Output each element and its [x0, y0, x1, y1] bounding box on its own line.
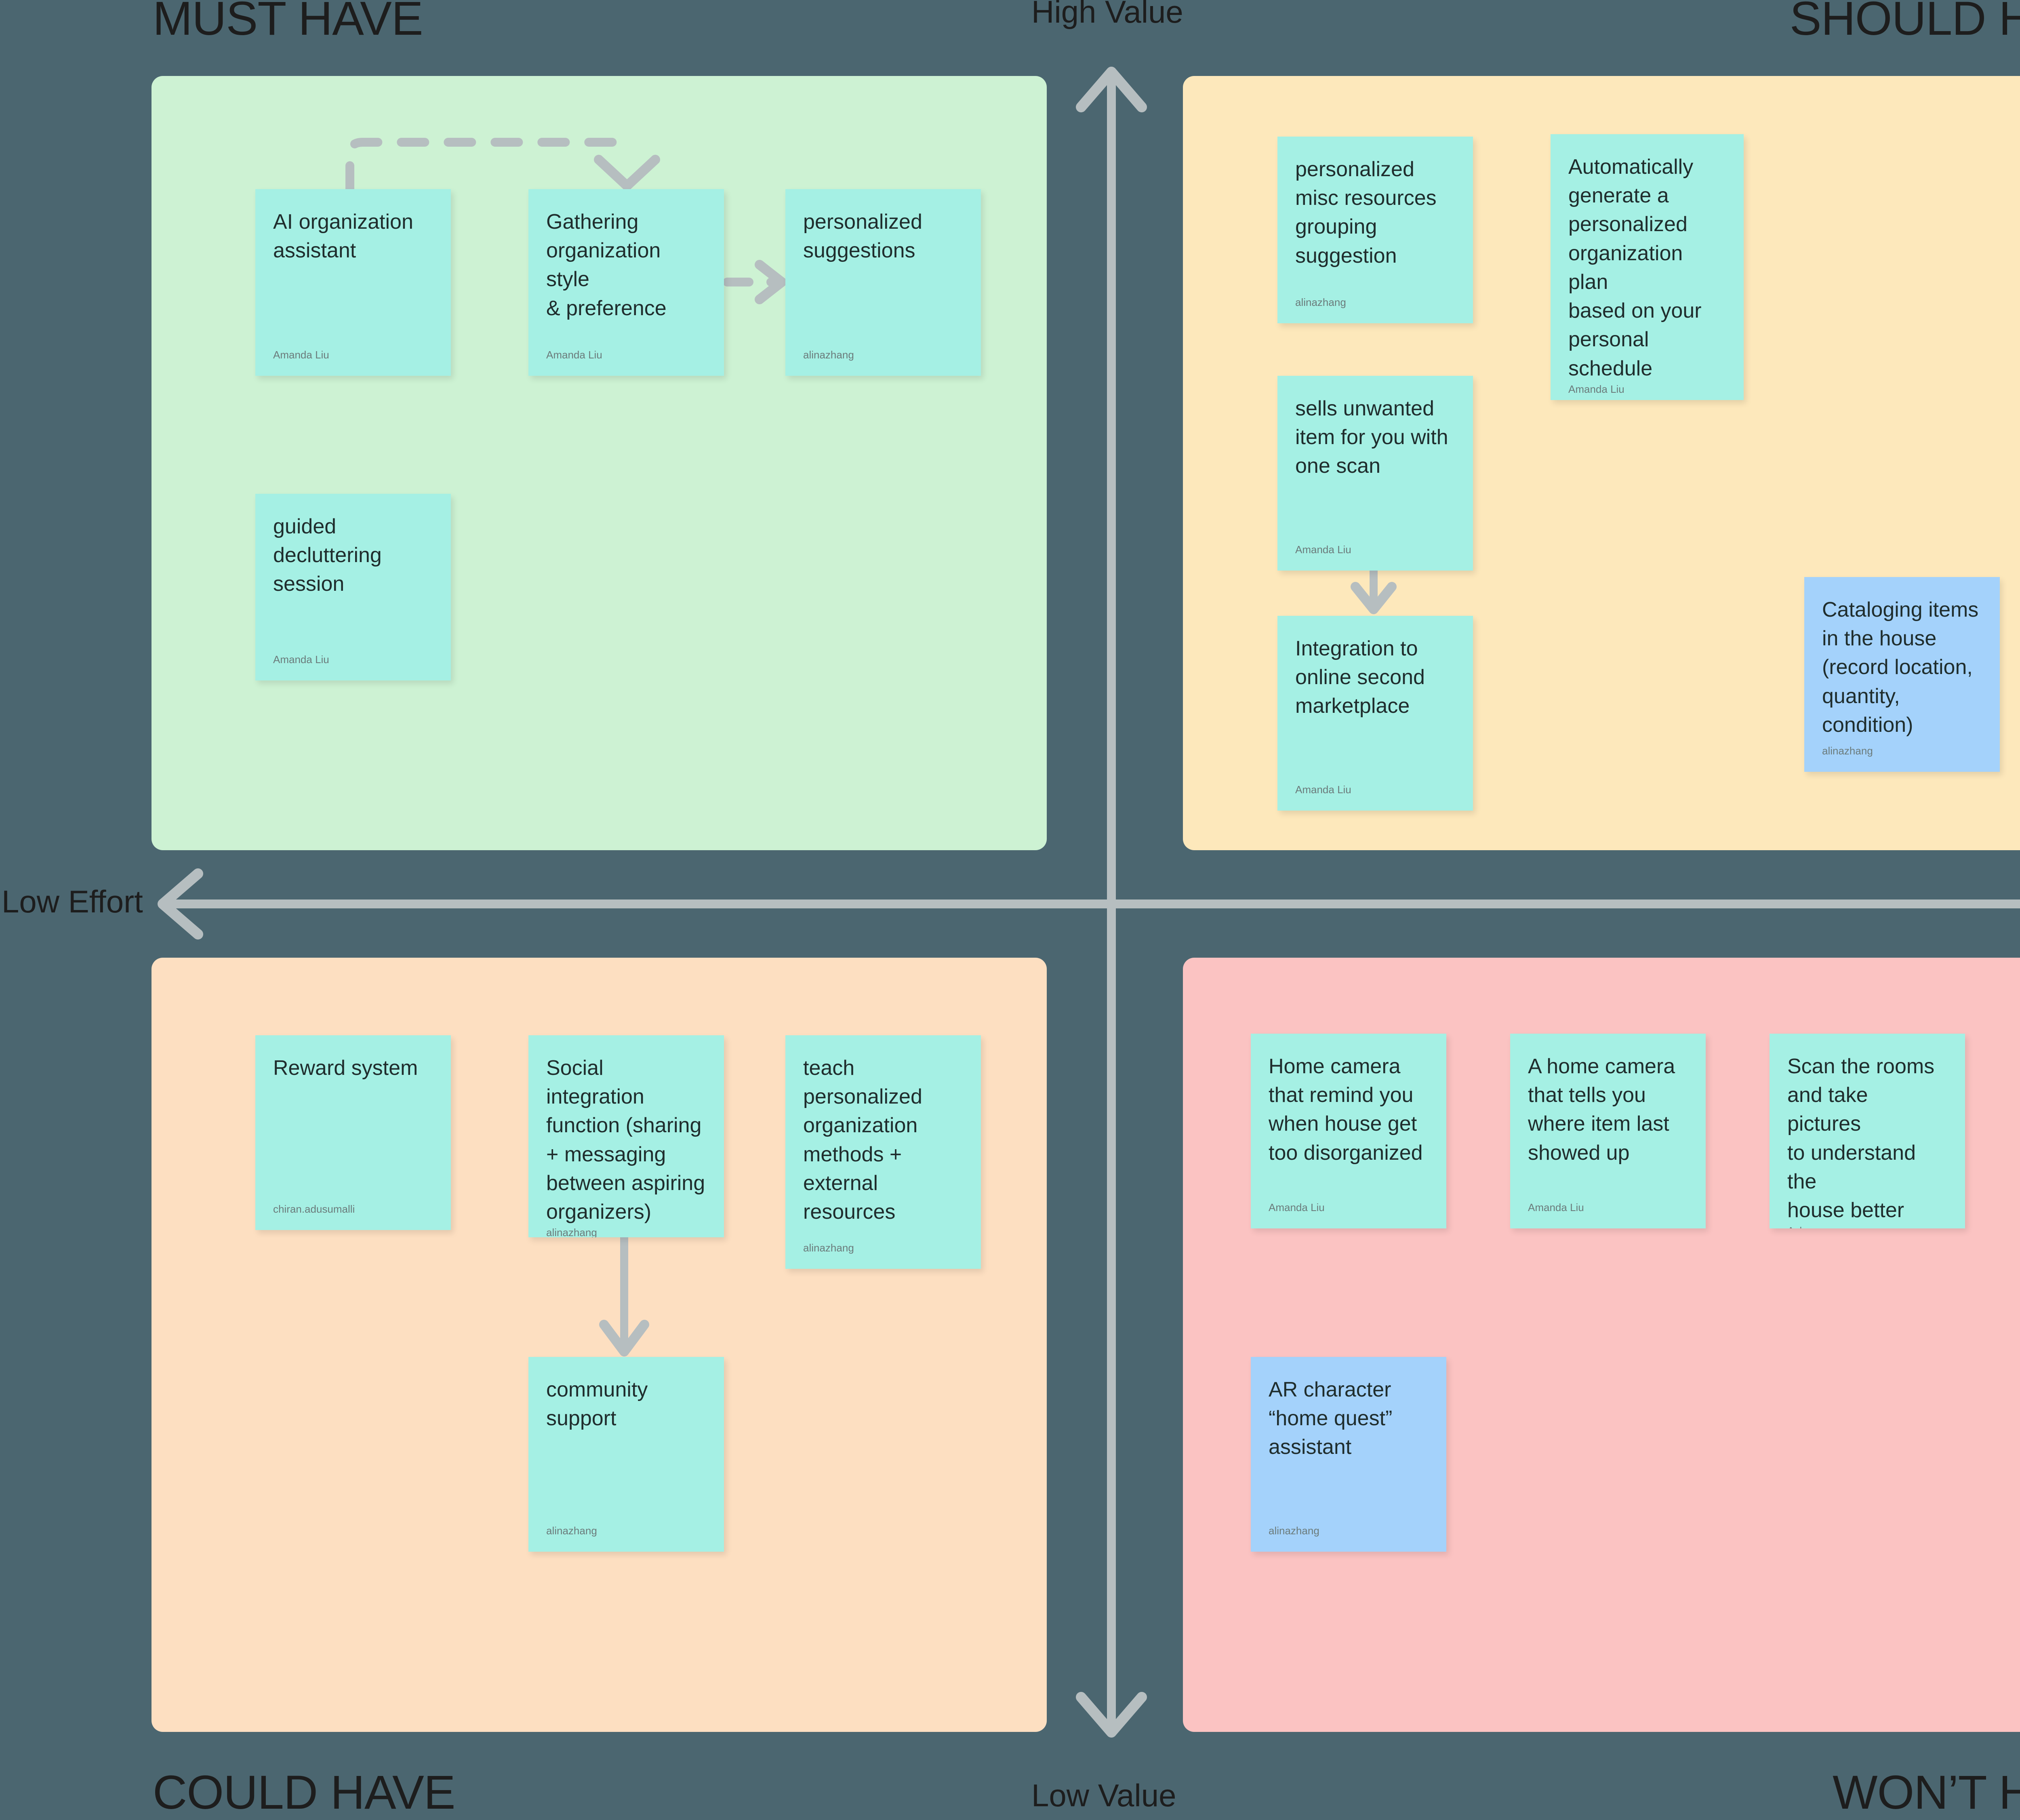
sticky-note-author: alinazhang [1822, 745, 1873, 757]
sticky-note[interactable]: Integration to online second marketplace… [1277, 616, 1473, 811]
axis-label-low-value: Low Value [1031, 1778, 1176, 1813]
quadrant-title-should-have: SHOULD HAVE [1789, 0, 2020, 45]
sticky-note-author: alinazhang [1295, 296, 1346, 308]
axis-label-high-value: High Value [1031, 0, 1183, 29]
sticky-note-text: Cataloging items in the house (record lo… [1822, 598, 1979, 737]
sticky-note[interactable]: community support alinazhang [528, 1357, 724, 1552]
sticky-note-text: Integration to online second marketplace [1295, 637, 1425, 718]
sticky-note-text: Reward system [273, 1056, 418, 1080]
sticky-note-text: sells unwanted item for you with one sca… [1295, 397, 1448, 478]
horizontal-axis-arrow [158, 868, 2020, 939]
sticky-note-author: Amanda Liu [1568, 383, 1624, 395]
sticky-note[interactable]: Cataloging items in the house (record lo… [1804, 577, 2000, 772]
axis-label-low-effort: Low Effort [2, 884, 143, 919]
sticky-note[interactable]: Social integration function (sharing + m… [528, 1035, 724, 1237]
sticky-note-text: personalized suggestions [803, 210, 922, 263]
sticky-note[interactable]: Automatically generate a personalized or… [1551, 134, 1744, 400]
sticky-note-text: AI organization assistant [273, 210, 413, 263]
sticky-note-text: A home camera that tells you where item … [1528, 1055, 1675, 1165]
sticky-note-author: alinazhang [546, 1525, 597, 1537]
sticky-note-author: alinazhang [546, 1226, 597, 1237]
sticky-note[interactable]: personalized misc resources grouping sug… [1277, 137, 1473, 323]
sticky-note-author: Amanda Liu [1528, 1201, 1584, 1213]
sticky-note-author: alinazhang [803, 349, 854, 361]
sticky-note[interactable]: AR character “home quest” assistant alin… [1251, 1357, 1446, 1552]
sticky-note-text: community support [546, 1378, 648, 1430]
sticky-note[interactable]: Gathering organization style & preferenc… [528, 189, 724, 376]
sticky-note-author: Amanda Liu [273, 653, 329, 666]
sticky-note-text: Home camera that remind you when house g… [1269, 1055, 1423, 1165]
sticky-note-text: teach personalized organization methods … [803, 1056, 922, 1224]
sticky-note-author: Amanda Liu [1295, 543, 1351, 556]
sticky-note[interactable]: AI organization assistant Amanda Liu [255, 189, 451, 376]
sticky-note[interactable]: sells unwanted item for you with one sca… [1277, 376, 1473, 571]
sticky-note-author: Amanda Liu [273, 349, 329, 361]
sticky-note-text: Social integration function (sharing + m… [546, 1056, 705, 1224]
sticky-note-text: personalized misc resources grouping sug… [1295, 158, 1437, 268]
sticky-note[interactable]: Reward system chiran.adusumalli [255, 1035, 451, 1230]
sticky-note-text: Scan the rooms and take pictures to unde… [1787, 1055, 1935, 1222]
sticky-note-author: alinazhang [803, 1242, 854, 1254]
sticky-note-text: guided decluttering session [273, 515, 382, 596]
sticky-note-author: Ashna [1787, 1225, 1947, 1228]
sticky-note-text: Gathering organization style & preferenc… [546, 210, 667, 320]
sticky-note-text: Automatically generate a personalized or… [1568, 155, 1702, 380]
vertical-axis-arrow [1076, 67, 1147, 1738]
sticky-note[interactable]: Scan the rooms and take pictures to unde… [1770, 1034, 1965, 1228]
sticky-note-author: alinazhang [1269, 1525, 1319, 1537]
sticky-note-author: Amanda Liu [1295, 784, 1351, 796]
sticky-note-author: chiran.adusumalli [273, 1203, 355, 1215]
sticky-note[interactable]: A home camera that tells you where item … [1510, 1034, 1706, 1228]
sticky-note-author: Amanda Liu [1269, 1201, 1325, 1213]
sticky-note-author: Amanda Liu [546, 349, 602, 361]
sticky-note[interactable]: teach personalized organization methods … [785, 1035, 981, 1269]
sticky-note[interactable]: guided decluttering session Amanda Liu [255, 494, 451, 680]
quadrant-title-could-have: COULD HAVE [153, 1766, 455, 1819]
sticky-note-text: AR character “home quest” assistant [1269, 1378, 1393, 1459]
sticky-note[interactable]: personalized suggestions alinazhang [785, 189, 981, 376]
quadrant-title-must-have: MUST HAVE [153, 0, 423, 45]
quadrant-title-wont-have: WON’T HAVE [1833, 1766, 2020, 1819]
sticky-note[interactable]: Home camera that remind you when house g… [1251, 1034, 1446, 1228]
